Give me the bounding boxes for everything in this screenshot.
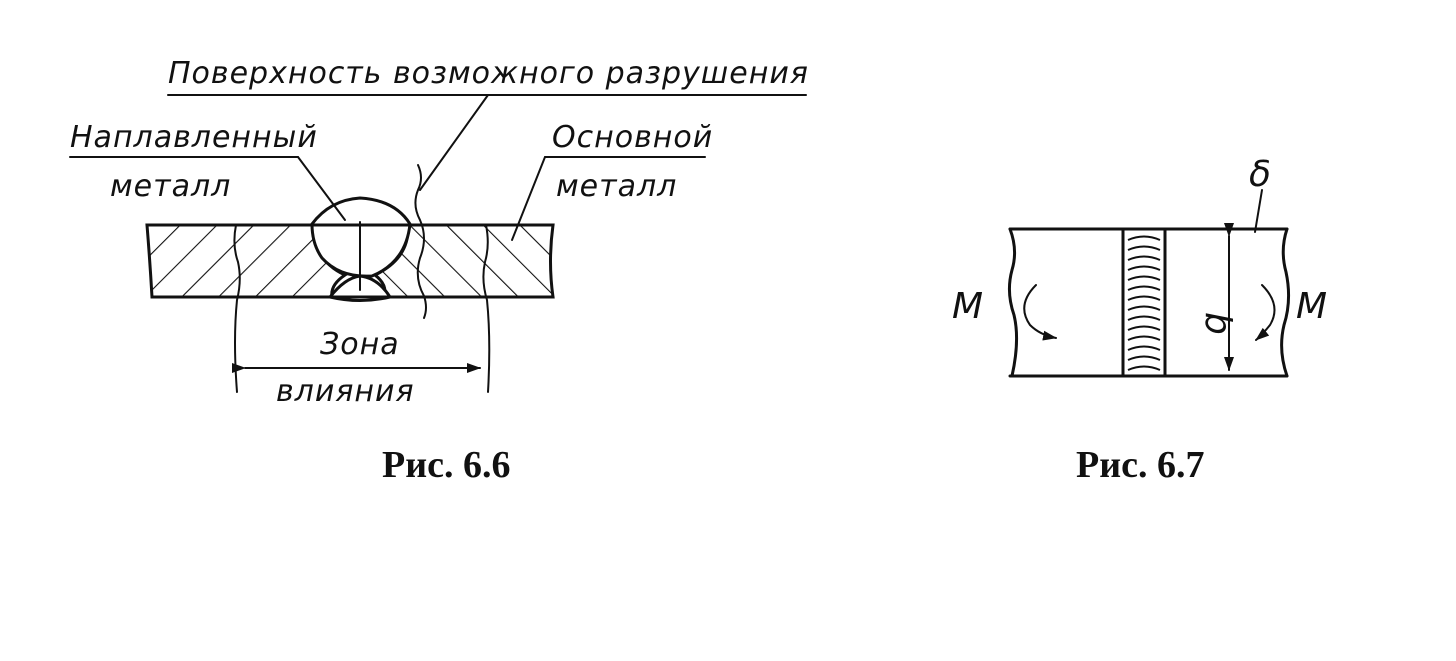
- figure-6-7: δ M M b Рис. 6.7: [952, 154, 1327, 486]
- caption-6-7: Рис. 6.7: [1076, 444, 1204, 486]
- haz-left-boundary: [233, 224, 241, 393]
- deposited-label-line2: металл: [110, 169, 231, 204]
- zone-label-line2: влияния: [276, 374, 415, 409]
- surface-label: Поверхность возможного разрушения: [168, 56, 809, 91]
- failure-surface-line: [414, 164, 427, 319]
- width-label: b: [1197, 312, 1238, 335]
- base-leader: [511, 156, 546, 241]
- zone-label-line1: Зона: [320, 327, 400, 362]
- plate-right-break: [1280, 227, 1291, 378]
- moment-left-arrow: [1023, 284, 1057, 341]
- weld-ripples: [1127, 235, 1161, 371]
- moment-right-arrow: [1255, 284, 1276, 341]
- base-label-line1: Основной: [552, 120, 713, 155]
- delta-label: δ: [1249, 154, 1271, 195]
- caption-6-6: Рис. 6.6: [382, 444, 510, 486]
- plate-left-break: [1007, 227, 1019, 378]
- surface-leader: [419, 94, 489, 191]
- figure-6-6: Поверхность возможного разрушения Наплав…: [69, 56, 809, 486]
- weld-seam: [1121, 227, 1167, 378]
- moment-left-label: M: [952, 286, 983, 327]
- deposited-label-line1: Наплавленный: [70, 120, 318, 155]
- haz-right-boundary: [482, 224, 491, 393]
- deposited-leader: [297, 156, 346, 221]
- base-label-line2: металл: [556, 169, 677, 204]
- delta-leader: [1254, 189, 1263, 233]
- moment-right-label: M: [1296, 286, 1327, 327]
